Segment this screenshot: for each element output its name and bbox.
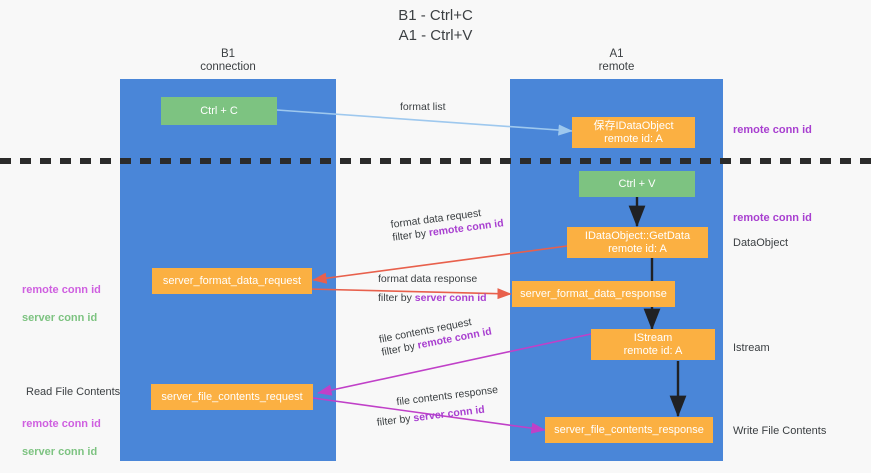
arrow-label-file-contents-request: file contents request filter by remote c… <box>378 313 493 360</box>
arrow-label-format-list-text: format list <box>400 101 446 113</box>
label-right-istream: Istream <box>733 342 770 354</box>
box-server-file-contents-response[interactable]: server_file_contents_response <box>545 417 713 443</box>
box-server-format-data-request[interactable]: server_format_data_request <box>152 268 312 294</box>
arrow-label-format-data-response: format data response filter by server co… <box>378 273 487 305</box>
box-save-idataobject[interactable]: 保存IDataObject remote id: A <box>572 117 695 148</box>
label-right-dataobject: DataObject <box>733 237 789 249</box>
label-left-read-file-contents: Read File Contents <box>26 386 121 398</box>
arrow-label-format-data-response-line1: format data response <box>378 273 478 285</box>
page-title: B1 - Ctrl+C A1 - Ctrl+V <box>398 7 473 44</box>
label-left-remote-conn-id-bottom: remote conn id <box>22 418 101 430</box>
column-header-a1: A1 remote <box>598 48 635 73</box>
label-right-remote-conn-id-top: remote conn id <box>733 124 812 136</box>
arrow-label-format-data-response-line2: filter by server conn id <box>378 292 487 304</box>
arrow-label-file-contents-response-line2: filter by server conn id <box>376 403 486 429</box>
arrow-label-format-list: format list <box>400 101 446 114</box>
box-ctrl-v[interactable]: Ctrl + V <box>579 171 695 197</box>
label-left-server-conn-id-top: server conn id <box>22 312 98 324</box>
label-left-conn-ids-top: remote conn id server conn id <box>22 269 101 339</box>
box-server-file-contents-request[interactable]: server_file_contents_request <box>151 384 313 410</box>
box-server-format-data-response[interactable]: server_format_data_response <box>512 281 675 307</box>
box-ctrl-c[interactable]: Ctrl + C <box>161 97 277 125</box>
box-istream[interactable]: IStream remote id: A <box>591 329 715 360</box>
label-left-remote-conn-id-top: remote conn id <box>22 284 101 296</box>
arrow-label-format-data-request: format data request filter by remote con… <box>390 204 504 244</box>
box-idataobject-getdata[interactable]: IDataObject::GetData remote id: A <box>567 227 708 258</box>
column-header-b1: B1 connection <box>200 48 256 73</box>
label-right-remote-conn-id-mid: remote conn id <box>733 212 812 224</box>
label-right-write-file-contents: Write File Contents <box>733 425 827 437</box>
arrow-label-file-contents-response: file contents response filter by server … <box>374 384 501 430</box>
label-left-server-conn-id-bottom: server conn id <box>22 446 98 458</box>
label-left-conn-ids-bottom: remote conn id server conn id <box>22 403 101 473</box>
